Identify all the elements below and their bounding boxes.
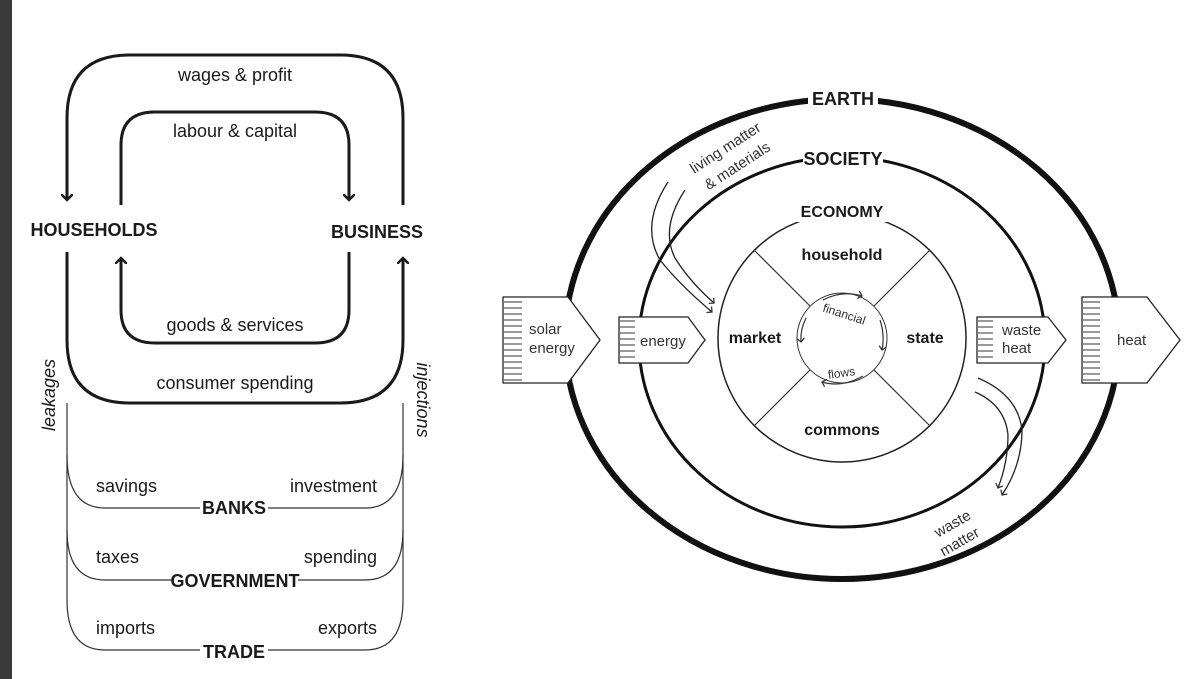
market-label: market [729, 330, 782, 347]
flow-arrow-top [822, 294, 862, 301]
economy-dividers [753, 249, 931, 427]
state-label: state [906, 330, 943, 347]
earth-label: EARTH [812, 89, 874, 109]
waste-matter-arrow-inner [974, 391, 1009, 488]
waste-heat-label-1: waste [1001, 322, 1041, 339]
spending-label: spending [304, 547, 377, 567]
flow-arrow-left [801, 317, 807, 342]
waste-heat-label-2: heat [1002, 340, 1032, 357]
investment-label: investment [290, 476, 377, 496]
heat-arrow [1081, 296, 1181, 384]
flows-label: flows [827, 364, 856, 382]
household-label: household [802, 247, 883, 264]
living-matter-arrow-outer [651, 181, 712, 312]
households-label: HOUSEHOLDS [30, 220, 157, 240]
heat-label: heat [1117, 332, 1147, 349]
window-edge [0, 0, 12, 679]
savings-label: savings [96, 476, 157, 496]
consumer-spending-arrow [65, 252, 403, 405]
circular-flow-diagram: HOUSEHOLDS BUSINESS wages & profit labou… [30, 53, 433, 662]
injections-label: injections [413, 362, 433, 437]
government-label: GOVERNMENT [170, 571, 299, 591]
leakages-label: leakages [39, 359, 59, 431]
trade-label: TRADE [203, 642, 265, 662]
business-label: BUSINESS [331, 222, 423, 242]
exports-label: exports [318, 618, 377, 638]
solar-label-1: solar [529, 321, 562, 338]
wages-profit-label: wages & profit [177, 65, 292, 85]
living-matter-arrow-inner [668, 189, 714, 303]
banks-label: BANKS [202, 498, 266, 518]
leakage-injection-lines [66, 403, 404, 651]
flow-arrow-bottom [822, 375, 864, 384]
embedded-economy-diagram: EARTH SOCIETY ECONOMY household market s… [502, 88, 1181, 582]
flow-arrow-right [880, 319, 883, 350]
goods-services-arrow [121, 252, 351, 345]
society-label: SOCIETY [803, 149, 882, 169]
wages-profit-arrow [67, 53, 405, 205]
taxes-label: taxes [96, 547, 139, 567]
labour-capital-arrow [119, 110, 349, 205]
commons-label: commons [804, 422, 880, 439]
imports-label: imports [96, 618, 155, 638]
waste-matter-arrow-outer [977, 377, 1023, 495]
labour-capital-label: labour & capital [173, 121, 297, 141]
waste-heat-arrow [976, 316, 1067, 364]
energy-label: energy [640, 333, 686, 350]
energy-arrow [618, 316, 706, 364]
solar-label-2: energy [529, 340, 575, 357]
goods-services-label: goods & services [166, 315, 303, 335]
consumer-spending-label: consumer spending [156, 373, 313, 393]
economy-label: ECONOMY [801, 204, 884, 221]
solar-energy-arrow [502, 296, 601, 384]
